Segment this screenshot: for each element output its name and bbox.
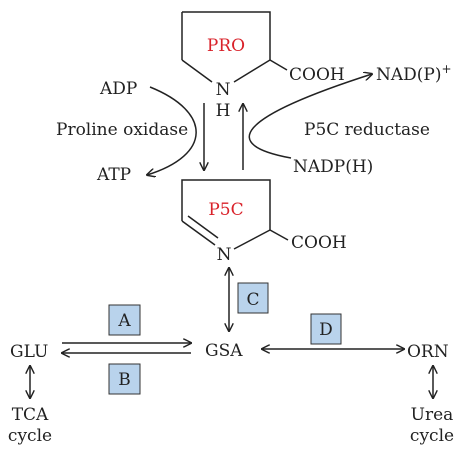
pro-nitrogen-label: N [216,80,231,100]
pro-cooh-bond [269,59,288,71]
p5c-nitrogen-label: N [217,245,232,265]
p5c-cooh-label: COOH [291,233,347,253]
p5c-ring-bonds [181,179,271,230]
p5c-reductase-step: NAD(P)+ P5C reductase NADP(H) [243,62,452,177]
p5c-double-bond-inner [187,215,219,239]
atp-label: ATP [96,165,131,185]
p5c-double-bond-outer [181,220,216,246]
enzyme-box-b-rect [108,363,141,395]
p5c-ring-bottom-bond [233,229,271,250]
p5c-reductase-label: P5C reductase [304,120,430,140]
proline-oxidase-step: ADP Proline oxidase ATP [56,79,204,185]
pro-hydrogen-label: H [216,101,231,121]
pro-cooh-label: COOH [289,65,345,85]
enzyme-box-c-label: C [246,290,259,310]
proline-oxidase-label: Proline oxidase [56,120,188,140]
enzyme-box-a: A [108,304,141,336]
nadph-nadp-curve-arrow [248,74,372,159]
enzyme-box-a-rect [108,304,141,336]
gsa-label: GSA [205,341,243,361]
tca-label: TCA [12,405,49,425]
adp-label: ADP [99,79,137,99]
tca-cycle-label: cycle [8,426,52,446]
p5c-cooh-bond [269,229,289,241]
orn-label: ORN [407,342,449,362]
urea-cycle-label: cycle [410,426,454,446]
enzyme-box-b-label: B [118,370,131,390]
p5c-label: P5C [208,200,243,220]
pro-ring: PRO COOH N H [181,11,345,121]
nadph-label: NADP(H) [293,157,373,177]
enzyme-box-d-label: D [319,320,333,340]
adp-atp-curve-arrow [147,86,197,175]
enzyme-box-d: D [310,313,342,345]
urea-label: Urea [411,405,454,425]
pro-label: PRO [207,36,245,56]
enzyme-box-d-rect [310,313,342,345]
enzyme-box-c-rect [237,282,269,314]
nadp-plus-label: NAD(P)+ [376,62,452,85]
glu-label: GLU [10,342,48,362]
p5c-ring: P5C COOH N [181,179,347,265]
enzyme-box-c: C [237,282,269,314]
enzyme-box-b: B [108,363,141,395]
enzyme-box-a-label: A [117,311,131,331]
